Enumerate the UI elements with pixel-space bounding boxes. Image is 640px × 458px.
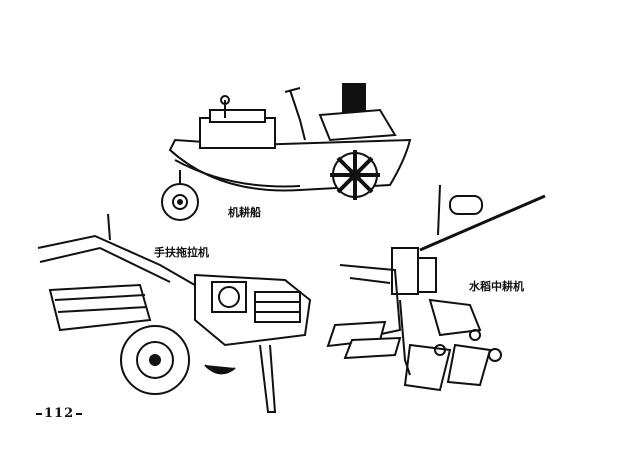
walking-tractor-drawing: [37, 213, 312, 413]
boat-plow-drawing: [161, 83, 412, 221]
caption-boat-plow: 机耕船: [228, 206, 261, 219]
caption-walking-tractor: 手扶拖拉机: [154, 246, 209, 259]
rice-cultivator-drawing: [326, 184, 546, 392]
caption-rice-cultivator: 水稻中耕机: [469, 280, 524, 293]
page-number: 112: [34, 406, 84, 421]
